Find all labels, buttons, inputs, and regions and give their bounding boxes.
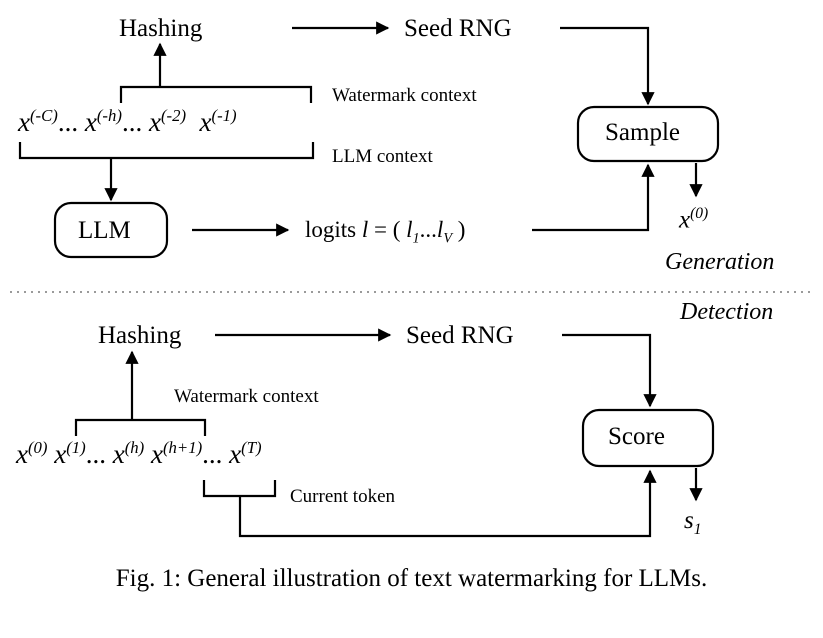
seed-rng-label-detection: Seed RNG — [406, 322, 514, 349]
token-x-0: x(0) — [16, 438, 48, 469]
token-x-1: x(1) — [54, 438, 86, 469]
watermark-context-label-generation: Watermark context — [332, 85, 477, 106]
token-x-h-plus-1: x(h+1) — [151, 438, 203, 469]
bracket-llm-context-gen — [18, 142, 315, 160]
token-x-T: x(T) — [229, 438, 262, 469]
token-x-minus-h: x(-h) — [84, 106, 122, 137]
token-x-minus-1: x(-1) — [199, 106, 237, 137]
bracket-watermark-context-det — [74, 418, 207, 436]
bracket-current-token-det — [202, 480, 277, 498]
token-sequence-detection: x(0) x(1)... x(h) x(h+1)... x(T) — [16, 438, 262, 469]
token-sequence-generation: x(-C)... x(-h)... x(-2) x(-1) — [18, 106, 237, 137]
arrow-seedrng-to-sample — [560, 26, 655, 106]
llm-context-label-generation: LLM context — [332, 146, 433, 167]
bracket-watermark-context-gen — [119, 85, 313, 103]
hashing-label-detection: Hashing — [98, 322, 182, 349]
token-ellipsis-4: ... — [202, 439, 223, 469]
hashing-label-generation: Hashing — [119, 15, 203, 42]
llm-box-shape — [53, 201, 169, 259]
output-token-generation: x(0) — [679, 205, 709, 234]
seed-rng-label-generation: Seed RNG — [404, 15, 512, 42]
watermark-context-label-detection: Watermark context — [174, 386, 319, 407]
phase-label-generation: Generation — [665, 249, 775, 275]
arrow-seedrng-to-score — [562, 333, 657, 408]
arrow-current-token-to-score — [238, 469, 657, 538]
token-x-h: x(h) — [112, 438, 145, 469]
llm-box-label[interactable]: LLM — [78, 217, 131, 244]
output-score-detection: s1 — [684, 507, 702, 538]
score-box-shape — [581, 408, 715, 468]
arrow-logits-to-sample — [532, 163, 655, 232]
sample-box-label[interactable]: Sample — [605, 119, 680, 146]
phase-label-detection: Detection — [680, 299, 774, 325]
sample-box-shape — [576, 105, 720, 163]
token-x-minus-2: x(-2) — [148, 106, 187, 137]
token-ellipsis-3: ... — [85, 439, 106, 469]
current-token-label: Current token — [290, 486, 396, 507]
token-x-minus-C: x(-C) — [18, 106, 58, 137]
score-box-label[interactable]: Score — [608, 423, 665, 450]
logits-expression: logits l = ( l1...lV ) — [305, 217, 466, 247]
figure-caption: Fig. 1: General illustration of text wat… — [115, 565, 708, 592]
token-ellipsis-2: ... — [121, 107, 143, 137]
token-ellipsis-1: ... — [57, 107, 79, 137]
